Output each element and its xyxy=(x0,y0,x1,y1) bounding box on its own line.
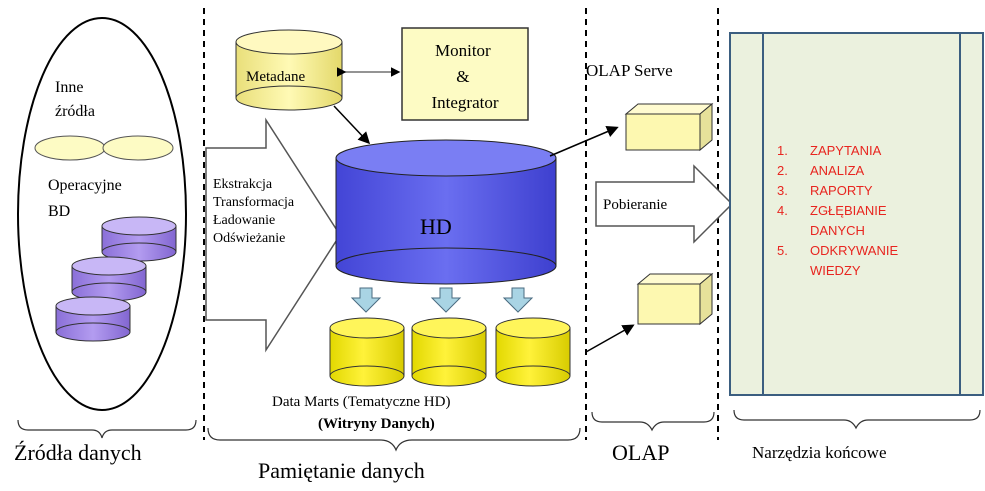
metadata-label: Metadane xyxy=(246,69,305,85)
operational-db-cylinder xyxy=(101,216,177,262)
operational-db-cylinder xyxy=(55,296,131,342)
mart-to-olap-bottom-arrow xyxy=(585,324,635,353)
tools-brace xyxy=(733,409,981,430)
data-marts xyxy=(329,317,571,387)
operational-db-cylinder xyxy=(71,256,147,302)
warehouse-to-olap-top-arrow xyxy=(549,125,619,157)
olap-brace xyxy=(591,411,715,432)
data-mart-cylinder xyxy=(495,317,571,387)
retrieval-label: Pobieranie xyxy=(603,197,667,213)
source-disk-right xyxy=(102,135,174,161)
olap-cube-top xyxy=(624,102,714,152)
tools-section-label: Narzędzia końcowe xyxy=(752,443,887,462)
data-marts-caption: Data Marts (Tematyczne HD) xyxy=(272,394,450,410)
storage-section-label: Pamiętanie danych xyxy=(258,458,425,483)
retrieval-arrow xyxy=(595,164,734,244)
monitor-integrator-label: Monitor & Integrator xyxy=(431,41,498,112)
olap-cube-bottom xyxy=(636,272,714,326)
tools-panel: 1.ZAPYTANIA 2.ANALIZA 3.RAPORTY 4.ZGŁĘBI… xyxy=(729,32,984,396)
operational-db-stack xyxy=(55,216,177,342)
down-arrow xyxy=(430,287,462,313)
panel-divider-left xyxy=(762,34,764,394)
metadata-to-warehouse-arrow xyxy=(333,105,371,145)
sources-ellipse xyxy=(17,17,187,411)
warehouse-to-mart-arrows xyxy=(350,287,534,313)
data-mart-cylinder xyxy=(329,317,405,387)
list-item: 3.RAPORTY xyxy=(777,183,873,198)
olap-server-label: OLAP Serve xyxy=(586,61,673,80)
data-mart-cylinder xyxy=(411,317,487,387)
metadata-cylinder xyxy=(235,29,343,111)
etl-label: Ekstrakcja Transformacja Ładowanie Odświ… xyxy=(213,177,298,246)
data-marts-subcaption: (Witryny Danych) xyxy=(318,416,435,432)
operational-db-label: Operacyjne BD xyxy=(48,177,126,220)
list-item: 1.ZAPYTANIA xyxy=(777,143,882,158)
list-item: 5.ODKRYWANIE WIEDZY xyxy=(777,243,899,278)
list-item: 2.ANALIZA xyxy=(777,163,865,178)
storage-brace xyxy=(207,427,581,452)
source-disk-left xyxy=(34,135,106,161)
etl-arrow xyxy=(205,117,341,353)
sources-section-label: Źródła danych xyxy=(14,440,142,465)
down-arrow xyxy=(502,287,534,313)
olap-section-label: OLAP xyxy=(612,440,669,465)
sources-brace xyxy=(17,419,197,439)
warehouse-cylinder xyxy=(335,139,557,285)
list-item: 4.ZGŁĘBIANIE DANYCH xyxy=(777,203,887,238)
warehouse-label: HD xyxy=(420,214,452,239)
down-arrow xyxy=(350,287,382,313)
panel-divider-right xyxy=(959,34,961,394)
tools-list: 1.ZAPYTANIA 2.ANALIZA 3.RAPORTY 4.ZGŁĘBI… xyxy=(777,141,920,281)
monitor-integrator-box xyxy=(401,27,529,121)
other-sources-label: Inne źródła xyxy=(55,79,95,120)
